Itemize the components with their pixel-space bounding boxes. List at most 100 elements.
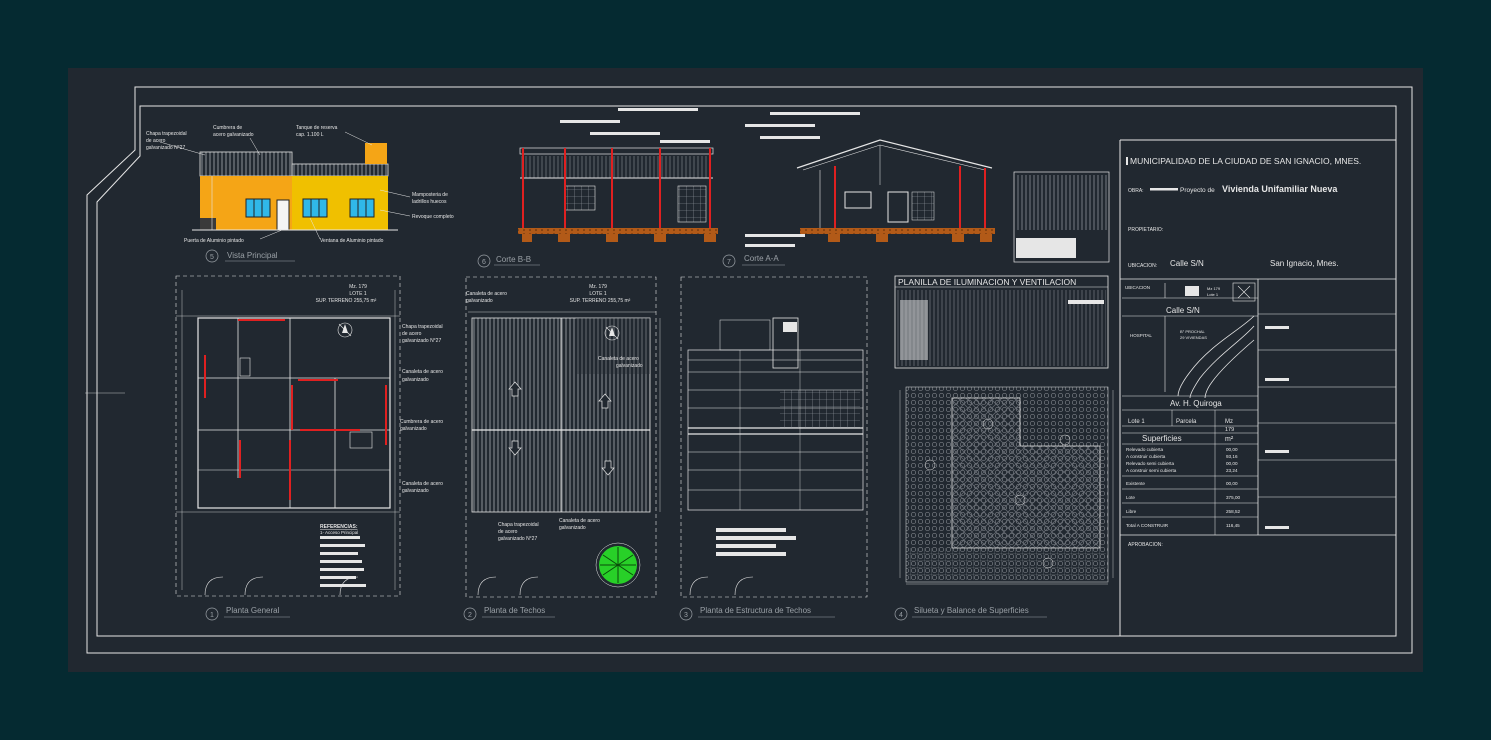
note-puerta: Puerta de Aluminio pintado (184, 238, 244, 244)
map-lote: Lote 1 (1207, 292, 1219, 297)
note-mamposteria-1: Mamposteria de (412, 192, 448, 198)
map-street: Calle S/N (1166, 306, 1200, 315)
map-label: UBICACION (1125, 285, 1150, 290)
surface-unit: m² (1225, 436, 1234, 443)
north-arrow-icon (604, 325, 620, 341)
references-item-1: 1- Acceso Principal (320, 530, 358, 535)
surface-row-label: A construir cubierta (1126, 454, 1166, 459)
roof-note: Chapa trapezoidal (402, 324, 443, 330)
drawing-number-circle (205, 249, 219, 263)
lot-surface-roof: SUP. TERRENO 255,75 m² (570, 298, 631, 304)
drawing-title: Planta de Estructura de Techos (700, 606, 811, 615)
surface-row-value: 00,00 (1226, 481, 1238, 486)
surface-row-value: 93,16 (1226, 454, 1238, 459)
drawing-title: Corte B-B (496, 255, 531, 264)
surface-row-value: 116,45 (1226, 523, 1240, 528)
door (276, 199, 290, 231)
drawing-title: Silueta y Balance de Superficies (914, 606, 1029, 615)
drawing-number: 5 (210, 254, 214, 261)
municipality-name: MUNICIPALIDAD DE LA CIUDAD DE SAN IGNACI… (1130, 156, 1361, 166)
surface-row-value: 375,00 (1226, 495, 1240, 500)
city-value: San Ignacio, Mnes. (1270, 259, 1338, 268)
map-barrio-1: B° PROCHAL (1180, 329, 1205, 334)
surface-row-label: Existente (1126, 481, 1145, 486)
map-barrio-2: 29 VIVIENDAS (1180, 335, 1207, 340)
note-ventana: Ventana de Aluminio pintado (320, 238, 384, 244)
proyecto-prefix: Proyecto de (1180, 187, 1215, 194)
drawing-title: Planta General (226, 606, 280, 615)
roof-note: galvanizado N°27 (498, 536, 537, 542)
roof-note: de acero (402, 331, 422, 337)
roof-note: galvanizado (402, 377, 429, 383)
surface-row-label: Lote (1126, 495, 1135, 500)
project-name: Vivienda Unifamiliar Nueva (1222, 184, 1338, 194)
roof-note: de acero (498, 529, 518, 535)
map-mz: Mz 179 (1207, 286, 1221, 291)
roof-note: galvanizado (400, 426, 427, 432)
note-chapa-1: Chapa trapezoidal (146, 131, 187, 137)
lighting-table-title: PLANILLA DE ILUMINACION Y VENTILACION (898, 277, 1076, 287)
window (245, 198, 271, 218)
data-table-small (1013, 171, 1110, 263)
lot-mz-roof: Mz. 179 (589, 284, 607, 290)
roof-note: Chapa trapezoidal (498, 522, 539, 528)
surface-header: Superficies (1142, 434, 1182, 443)
roof-note: Canaleta de acero (402, 481, 443, 487)
drawing-number: 2 (468, 612, 472, 619)
roof-note: Canaleta de acero (598, 356, 639, 362)
lot-surface: SUP. TERRENO 255,75 m² (316, 298, 377, 304)
drawing-number: 7 (727, 259, 731, 266)
roof-note: galvanizado (402, 488, 429, 494)
roof-note: Canaleta de acero (466, 291, 507, 297)
outer-border (86, 86, 1413, 654)
drawing-title: Corte A-A (744, 254, 779, 263)
note-chapa-3: galvanizado N°27 (146, 145, 185, 151)
note-chapa-2: de acero (146, 138, 166, 144)
roof-note: galvanizado (559, 525, 586, 531)
tree-symbol-icon (595, 542, 641, 588)
ubicacion-label: UBICACION: (1128, 263, 1157, 269)
propietario-label: PROPIETARIO: (1128, 227, 1163, 233)
surface-parcela-label: Parcela (1176, 419, 1197, 425)
surface-row-label: A construir semi cubierta (1126, 468, 1177, 473)
lighting-table (894, 275, 1109, 369)
note-cumbrera-1: Cumbrera de (213, 125, 242, 131)
drawing-number: 3 (684, 612, 688, 619)
map-hospital: HOSPITAL (1130, 333, 1152, 338)
surface-row-label: Relevado cubierta (1126, 447, 1163, 452)
obra-label: OBRA: (1128, 188, 1144, 194)
roof-structure-plan (680, 276, 868, 598)
water-tank (365, 143, 387, 164)
roof-note: galvanizado (616, 363, 643, 369)
surface-row-value: 00,00 (1226, 461, 1238, 466)
roof-plan (465, 276, 661, 598)
note-tanque-2: cap. 1.100 L (296, 132, 324, 138)
lot-number: LOTE 1 (349, 291, 366, 297)
facade-view (159, 131, 411, 240)
roof-note: galvanizado (466, 298, 493, 304)
inner-border (96, 105, 1397, 637)
ubicacion-value: Calle S/N (1170, 259, 1204, 268)
surface-row-label: Relevado semi cubierta (1126, 461, 1174, 466)
location-map (1122, 282, 1258, 411)
map-avenue: Av. H. Quiroga (1170, 399, 1222, 408)
drawing-number: 6 (482, 259, 486, 266)
surface-lote-label: Lote 1 (1128, 419, 1145, 425)
note-revoque: Revoque completo (412, 214, 454, 220)
surface-row-value: 23,24 (1226, 468, 1238, 473)
drawing-number: 4 (899, 612, 903, 619)
roof-note: Canaleta de acero (559, 518, 600, 524)
section-a-a (745, 112, 995, 247)
surface-mz-label: Mz (1225, 419, 1233, 425)
surface-balance (899, 386, 1114, 585)
note-tanque-1: Tanque de reserva (296, 125, 338, 131)
surface-row-label: Libre (1126, 509, 1137, 514)
drawing-title: Vista Principal (227, 251, 278, 260)
drawing-title: Planta de Techos (484, 606, 545, 615)
section-b-b (518, 108, 718, 242)
surface-table (1122, 410, 1258, 535)
surface-row-value: 00,00 (1226, 447, 1238, 452)
roof-note: Cumbrera de acero (400, 419, 443, 425)
aprobacion-label: APROBACION: (1128, 542, 1163, 548)
window (349, 198, 375, 218)
